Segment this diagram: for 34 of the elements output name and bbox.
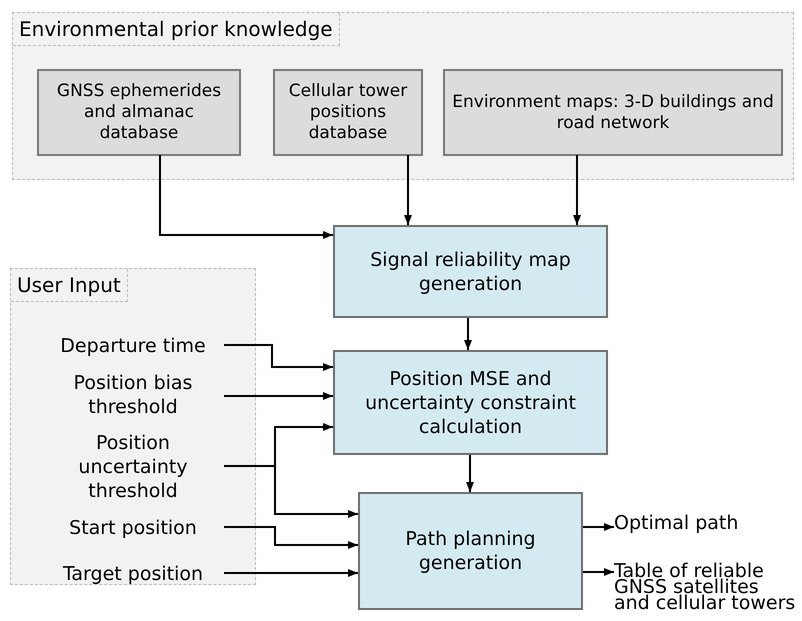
box-label: Signal reliability map generation — [369, 248, 572, 296]
arrow — [159, 155, 333, 239]
process-box — [443, 69, 783, 156]
input-label: Target position — [62, 562, 204, 586]
output-label: Table of reliable GNSS satellites and cellular towers — [614, 561, 796, 611]
process-box — [358, 492, 583, 610]
input-label: Departure time — [60, 334, 206, 358]
group-panel — [10, 268, 256, 585]
group-heading: Environmental prior knowledge — [13, 13, 340, 46]
process-box — [333, 350, 608, 455]
group-panel — [12, 12, 794, 180]
arrow — [224, 344, 333, 371]
arrow — [583, 523, 614, 531]
box-label: GNSS ephemerides and almanac database — [56, 81, 222, 144]
box-label: Position MSE and uncertainty constraint calculation — [364, 366, 577, 438]
arrow — [224, 392, 333, 400]
group-heading: User Input — [11, 269, 128, 302]
arrow — [583, 568, 614, 576]
input-label: Start position — [69, 516, 197, 540]
arrow — [464, 318, 472, 350]
arrow — [404, 155, 412, 225]
input-label: Position bias threshold — [72, 371, 194, 419]
input-label: Position uncertainty threshold — [77, 431, 189, 503]
box-label: Cellular tower positions database — [288, 81, 408, 144]
process-box — [333, 225, 608, 318]
output-label: Optimal path — [614, 513, 740, 531]
arrow — [224, 569, 358, 577]
arrow — [466, 455, 474, 492]
box-label: Environment maps: 3-D buildings and road network — [451, 92, 775, 134]
arrow — [573, 155, 581, 225]
arrow — [224, 526, 358, 549]
process-box — [273, 69, 423, 156]
process-box — [37, 69, 241, 156]
box-label: Path planning generation — [404, 527, 537, 575]
